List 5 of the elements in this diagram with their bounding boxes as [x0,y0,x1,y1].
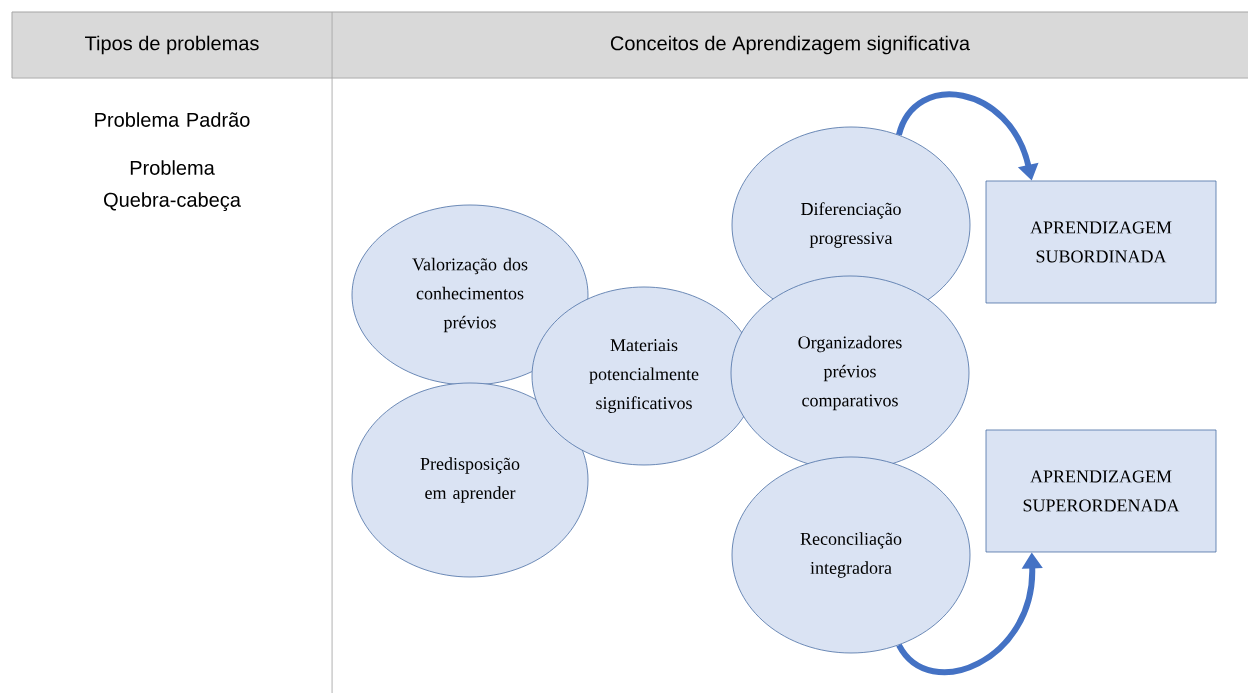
header-cell: Tipos de problemas [12,12,332,78]
cell-text: Problema Quebra-cabeça [104,160,241,211]
cell-text: Problema Padrão [95,112,250,127]
concept-box: APRENDIZAGEM SUBORDINADA [985,180,1217,304]
concept-box: APRENDIZAGEM SUPERORDENADA [985,429,1217,553]
